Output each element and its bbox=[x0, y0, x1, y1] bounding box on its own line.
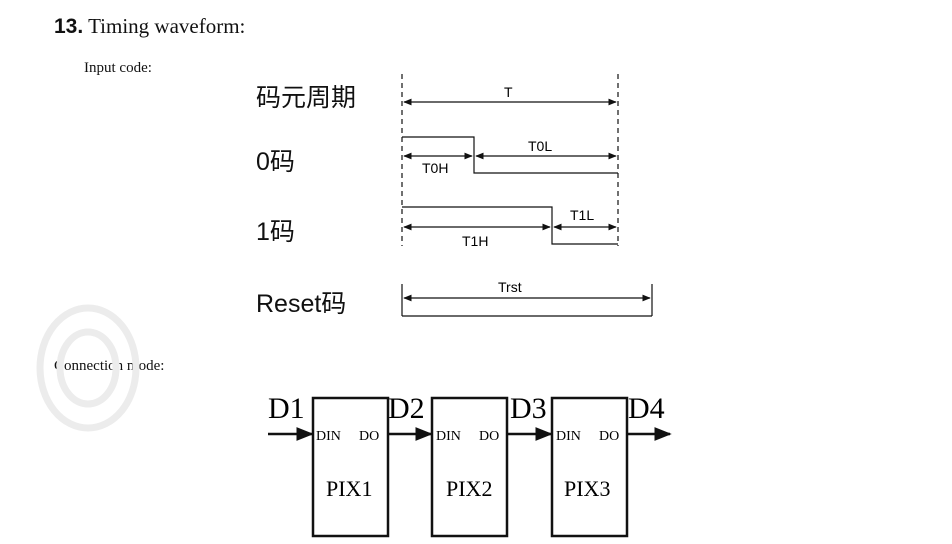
input-code-label: Input code: bbox=[84, 60, 152, 76]
signal-d4: D4 bbox=[628, 392, 665, 425]
pix2-label: PIX2 bbox=[446, 476, 492, 501]
pix1-box bbox=[311, 396, 390, 538]
label-T1L: T1L bbox=[570, 207, 594, 223]
pix2-box bbox=[430, 396, 509, 538]
label-Trst: Trst bbox=[498, 279, 522, 295]
period-row-label: 码元周期 bbox=[256, 84, 357, 112]
signal-d2: D2 bbox=[388, 392, 425, 425]
reset-code-row-label: Reset码 bbox=[256, 290, 347, 318]
pix1-din-pin: DIN bbox=[316, 429, 341, 444]
dashed-reference-lines bbox=[401, 74, 619, 246]
label-T0H: T0H bbox=[422, 160, 448, 176]
signal-d3: D3 bbox=[510, 392, 547, 425]
signal-d1: D1 bbox=[268, 392, 305, 425]
section-title: 13. Timing waveform: bbox=[54, 14, 245, 39]
pix1-label: PIX1 bbox=[326, 476, 372, 501]
watermark-rings bbox=[36, 304, 140, 432]
one-code-row-label: 1码 bbox=[256, 218, 295, 246]
pix3-din-pin: DIN bbox=[556, 429, 581, 444]
pix2-din-pin: DIN bbox=[436, 429, 461, 444]
pix3-label: PIX3 bbox=[564, 476, 610, 501]
label-T1H: T1H bbox=[462, 233, 488, 249]
pix3-box bbox=[550, 396, 629, 538]
pix3-do-pin: DO bbox=[599, 429, 619, 444]
pix1-do-pin: DO bbox=[359, 429, 379, 444]
pix2-do-pin: DO bbox=[479, 429, 499, 444]
label-T0L: T0L bbox=[528, 138, 552, 154]
section-number: 13. bbox=[54, 15, 84, 38]
section-heading: Timing waveform: bbox=[88, 14, 246, 38]
zero-code-row-label: 0码 bbox=[256, 148, 295, 176]
connection-diagram: D1 D2 D3 D4 DIN DO DIN DO DIN DO PIX1 PI… bbox=[268, 392, 672, 538]
zero-code-waveform bbox=[402, 136, 618, 174]
label-T: T bbox=[504, 84, 513, 100]
one-code-waveform bbox=[402, 206, 618, 245]
